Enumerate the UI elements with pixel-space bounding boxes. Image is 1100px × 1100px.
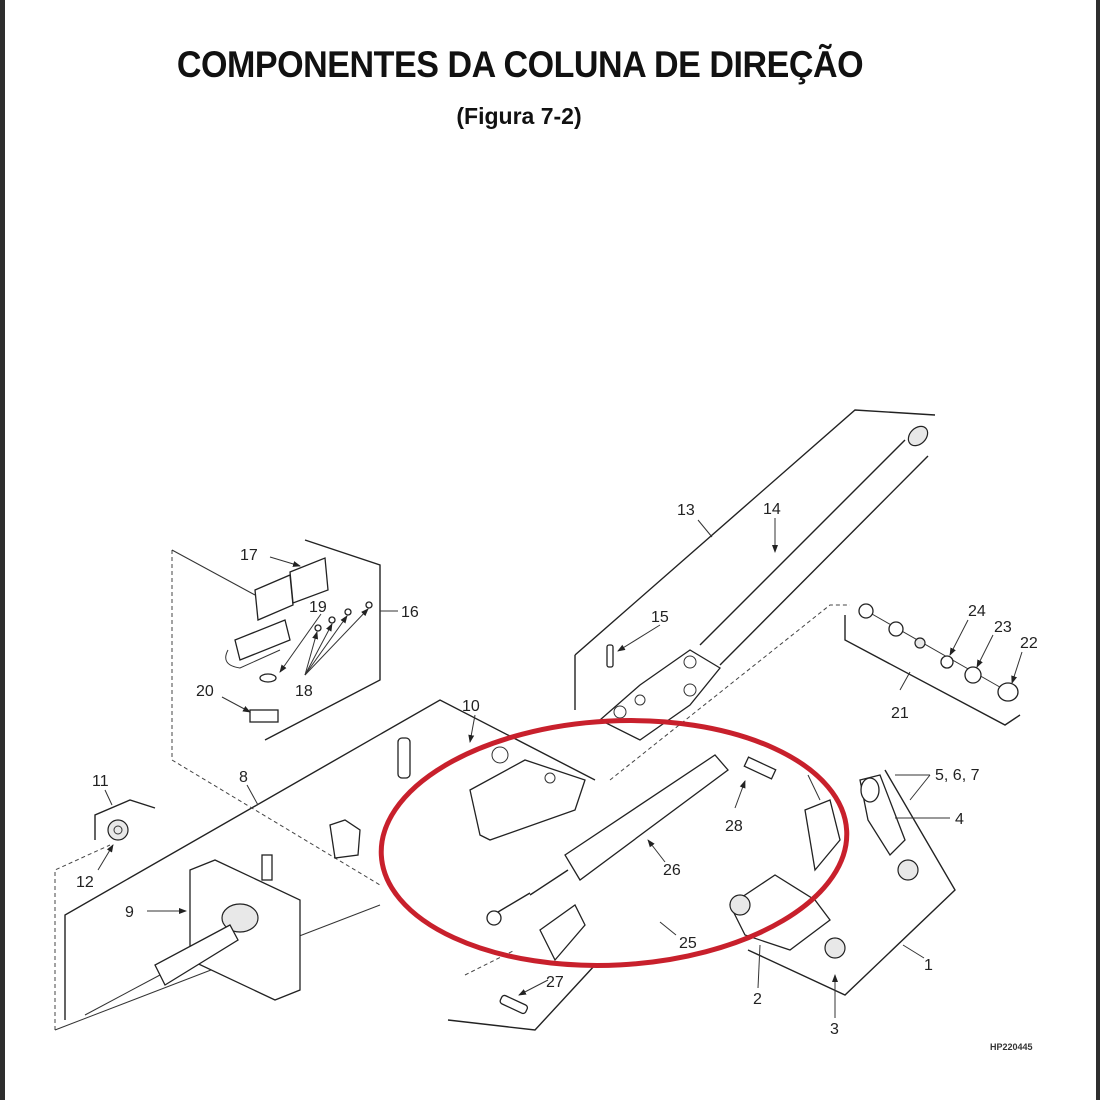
callout-24: 24	[968, 603, 986, 620]
lower-bracket-assembly	[54, 699, 596, 1031]
callout-27: 27	[546, 974, 564, 991]
pin-27	[447, 949, 596, 1031]
figure-caption: (Figura 7-2)	[456, 103, 582, 129]
callout-12: 12	[76, 874, 94, 891]
callout-8: 8	[239, 769, 248, 786]
callout-18: 18	[295, 683, 313, 700]
callout-28: 28	[725, 818, 743, 835]
callout-10: 10	[462, 698, 480, 715]
callout-3: 3	[830, 1021, 839, 1038]
switch-group	[171, 539, 381, 760]
base-plate-assembly	[729, 769, 956, 996]
left-edge-strip	[0, 0, 5, 1100]
callout-14: 14	[763, 501, 781, 518]
page-title: COMPONENTES DA COLUNA DE DIREÇÃO	[176, 44, 864, 85]
column-bracket	[397, 737, 586, 841]
callout-16: 16	[401, 604, 419, 621]
callout-21: 21	[891, 705, 909, 722]
callout-2: 2	[753, 991, 762, 1008]
callout-11: 11	[92, 773, 109, 790]
callout-25: 25	[679, 935, 697, 952]
steering-column-assembly	[574, 409, 936, 781]
figure-reference-code: HP220445	[990, 1042, 1033, 1052]
callout-5-6-7: 5, 6, 7	[935, 767, 980, 784]
callout-1: 1	[924, 957, 933, 974]
fastener-group	[844, 603, 1021, 726]
callout-17: 17	[240, 547, 258, 564]
callout-leaders	[97, 518, 1023, 1018]
callout-23: 23	[994, 619, 1012, 636]
callout-22: 22	[1020, 635, 1038, 652]
right-edge-strip	[1096, 0, 1100, 1100]
callout-20: 20	[196, 683, 214, 700]
callout-13: 13	[677, 502, 695, 519]
gas-spring	[486, 754, 777, 962]
nut-group	[94, 799, 156, 841]
highlight-ellipse	[378, 718, 850, 968]
callout-4: 4	[955, 811, 964, 828]
callout-26: 26	[663, 862, 681, 879]
callout-15: 15	[651, 609, 669, 626]
callout-19: 19	[309, 599, 327, 616]
callout-9: 9	[125, 904, 134, 921]
